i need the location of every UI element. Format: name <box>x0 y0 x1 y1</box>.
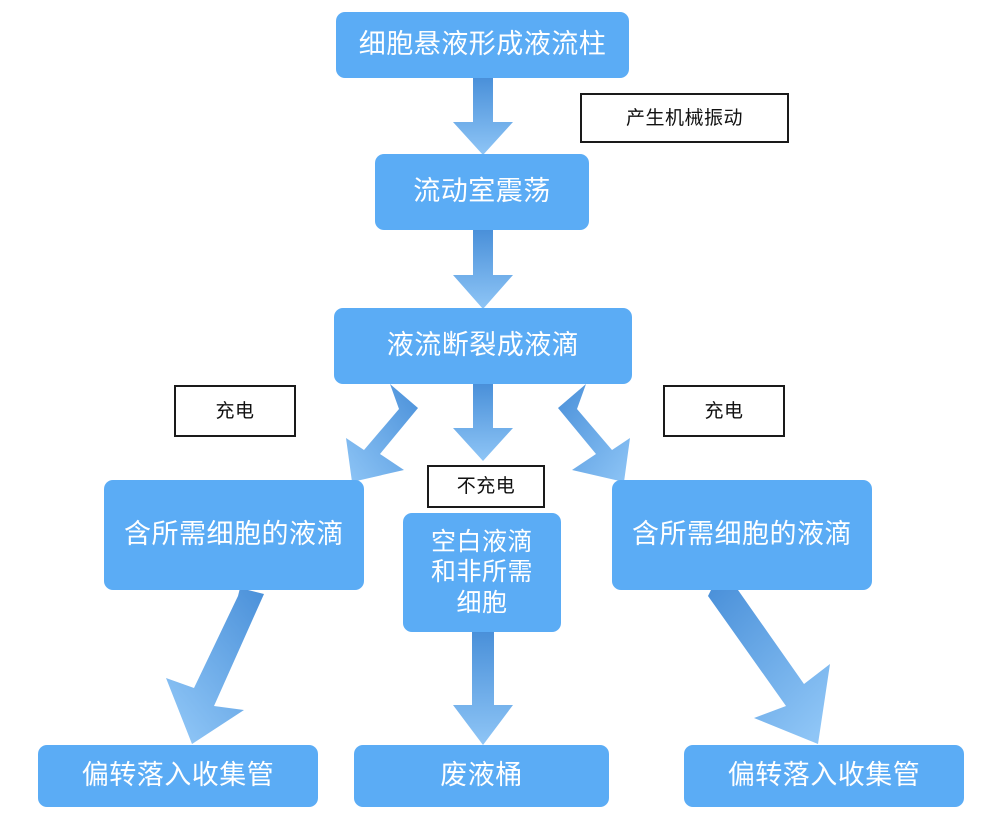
arrow-suspension-to-chamber <box>452 78 514 156</box>
node-blank-and-unwanted-cells[interactable]: 空白液滴 和非所需 细胞 <box>403 513 561 632</box>
arrow-droplet-to-charged-left <box>316 384 432 482</box>
annotation-charge-left[interactable]: 充电 <box>174 385 296 437</box>
node-waste-container[interactable]: 废液桶 <box>354 745 609 807</box>
arrow-droplet-to-blank <box>452 384 514 462</box>
node-stream-breaks-into-droplets[interactable]: 液流断裂成液滴 <box>334 308 632 384</box>
node-cell-suspension-stream[interactable]: 细胞悬液形成液流柱 <box>336 12 629 78</box>
annotation-no-charge[interactable]: 不充电 <box>427 465 545 508</box>
node-deflect-into-collection-tube-right[interactable]: 偏转落入收集管 <box>684 745 964 807</box>
node-desired-cell-droplet-left[interactable]: 含所需细胞的液滴 <box>104 480 364 590</box>
arrow-charged-right-to-collection <box>708 588 834 748</box>
annotation-mechanical-vibration[interactable]: 产生机械振动 <box>580 93 789 143</box>
arrow-droplet-to-charged-right <box>544 384 660 482</box>
arrow-charged-left-to-collection <box>152 588 268 748</box>
node-deflect-into-collection-tube-left[interactable]: 偏转落入收集管 <box>38 745 318 807</box>
node-flow-chamber-oscillation[interactable]: 流动室震荡 <box>375 154 589 230</box>
annotation-charge-right[interactable]: 充电 <box>663 385 785 437</box>
arrow-blank-to-waste <box>452 632 514 747</box>
arrow-chamber-to-droplet <box>452 230 514 310</box>
node-desired-cell-droplet-right[interactable]: 含所需细胞的液滴 <box>612 480 872 590</box>
